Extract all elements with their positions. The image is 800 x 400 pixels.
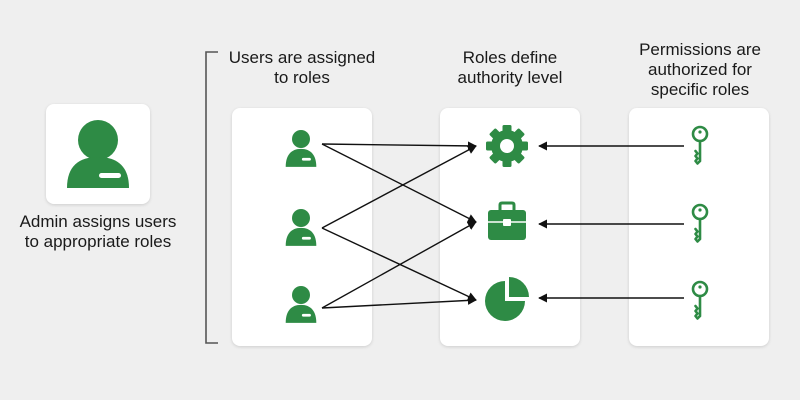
- permissions-column-heading: Permissions are authorized for specific …: [620, 40, 780, 100]
- permissions-heading-line-2: authorized for: [648, 60, 752, 79]
- admin-caption-line-1: Admin assigns users: [19, 212, 177, 231]
- roles-column-heading: Roles define authority level: [430, 48, 590, 88]
- permissions-column-card: [629, 108, 769, 346]
- users-heading-line-1: Users are assigned: [228, 48, 376, 67]
- roles-heading-line-2: authority level: [457, 68, 563, 87]
- permissions-heading-line-3: specific roles: [650, 80, 750, 99]
- grouping-bracket: [205, 51, 218, 344]
- permissions-heading-line-1: Permissions are: [639, 40, 761, 59]
- admin-caption-line-2: to appropriate roles: [24, 232, 172, 251]
- roles-heading-line-1: Roles define: [462, 48, 558, 67]
- roles-column-card: [440, 108, 580, 346]
- users-heading-line-2: to roles: [274, 68, 330, 87]
- admin-caption: Admin assigns users to appropriate roles: [8, 212, 188, 252]
- admin-card: [46, 104, 150, 204]
- users-column-card: [232, 108, 372, 346]
- users-column-heading: Users are assigned to roles: [222, 48, 382, 88]
